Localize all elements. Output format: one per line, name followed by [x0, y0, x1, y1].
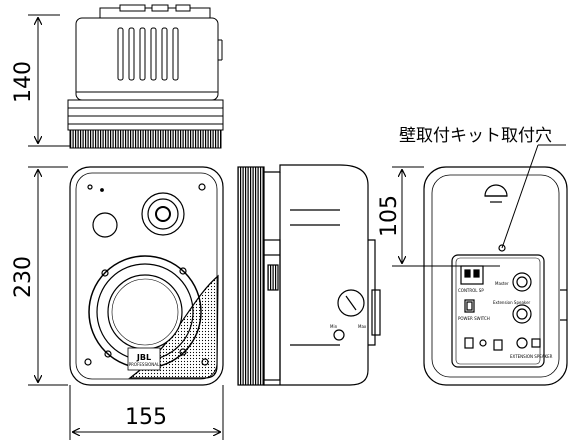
front-badge-logo: JBL: [136, 353, 151, 362]
dim-front-width: 155: [125, 405, 167, 430]
side-knob-max-label: Max: [358, 324, 367, 329]
side-view: [237, 164, 381, 386]
front-view: [69, 166, 224, 386]
side-knob-min-label: Min: [330, 324, 338, 329]
dimension-lines: [28, 14, 566, 440]
back-extension-label: Extension Speaker: [493, 300, 531, 305]
dim-mount-hole-offset: 105: [377, 195, 402, 237]
dim-front-height: 230: [11, 256, 36, 298]
back-extension-speaker-label: EXTENSION SPEAKER: [510, 354, 553, 359]
back-control-label: CONTROL SP: [458, 288, 484, 293]
top-view: [67, 4, 224, 149]
back-power-switch-label: POWER SWITCH: [458, 316, 490, 321]
back-master-label: Master: [495, 281, 509, 286]
front-badge-subtext: PROFESSIONAL: [129, 362, 160, 367]
callout-wall-mount-hole: 壁取付キット取付穴: [399, 126, 552, 146]
back-view: [423, 166, 568, 386]
dim-top-depth: 140: [11, 61, 36, 103]
